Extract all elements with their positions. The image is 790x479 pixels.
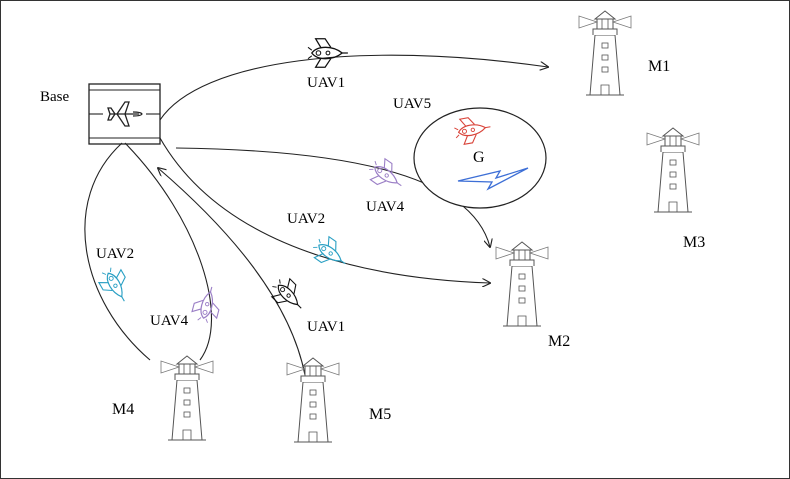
path-m5-to-base [158, 168, 306, 376]
path-base-to-m2 [159, 137, 490, 283]
m2-label: M2 [548, 333, 570, 350]
uav2-left-drone-icon [94, 263, 136, 309]
path-base-m4-loop-outer [84, 142, 151, 361]
uav2-mid-label: UAV2 [287, 211, 325, 227]
uav4-left-drone-icon [189, 283, 225, 326]
uav2-left-label: UAV2 [96, 246, 134, 262]
lightning-icon [457, 167, 529, 191]
m3-lighthouse-icon [646, 127, 700, 213]
uav2-mid-drone-icon [308, 232, 354, 275]
path-base-m4-loop-inner [124, 142, 212, 361]
flight-paths [84, 54, 548, 376]
uav4-mid-drone-icon [364, 154, 410, 197]
m5-label: M5 [369, 406, 391, 423]
m5-lighthouse-icon [286, 357, 340, 443]
uav1-top-label: UAV1 [307, 75, 345, 91]
uav4-mid-label: UAV4 [366, 199, 405, 215]
uav1-bottom-label: UAV1 [307, 319, 345, 335]
uav1-top-drone-icon [307, 38, 349, 68]
base-label: Base [40, 89, 70, 105]
airport-icon [88, 83, 161, 145]
path-uav4-to-m2 [175, 147, 490, 247]
uav4-left-label: UAV4 [150, 313, 189, 329]
m1-label: M1 [648, 58, 670, 75]
uav1-bottom-drone-icon [266, 273, 311, 318]
uav5-label: UAV5 [393, 96, 431, 112]
ground-station-label: G [473, 149, 485, 166]
base-station [88, 83, 161, 145]
m2-lighthouse-icon [495, 241, 549, 327]
uav5-coverage-ellipse [413, 107, 547, 209]
m3-label: M3 [683, 234, 705, 251]
m4-label: M4 [112, 401, 134, 418]
m4-lighthouse-icon [160, 355, 214, 441]
path-base-to-m1 [159, 54, 548, 121]
m1-lighthouse-icon [578, 10, 632, 96]
uav5-group: G [413, 107, 547, 209]
